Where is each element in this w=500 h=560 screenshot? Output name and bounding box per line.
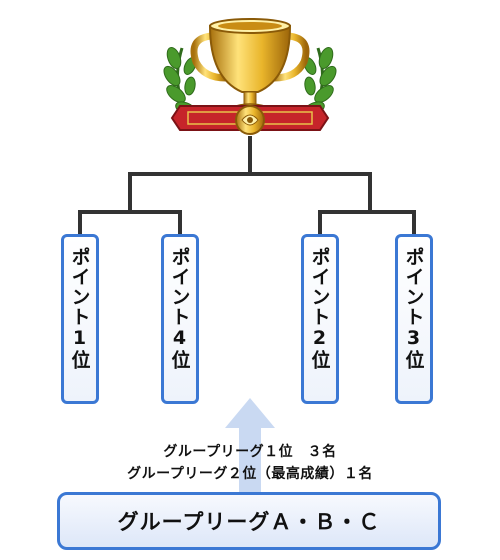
slot-label: ポイント1位 bbox=[68, 247, 91, 370]
up-arrow-icon bbox=[225, 398, 275, 494]
slot-label: ポイント3位 bbox=[402, 247, 425, 370]
slot-point-2: ポイント2位 bbox=[301, 234, 339, 404]
group-league-box: グループリーグＡ・Ｂ・Ｃ bbox=[57, 492, 441, 550]
bracket-connectors bbox=[78, 136, 416, 236]
slot-point-1: ポイント1位 bbox=[61, 234, 99, 404]
group-league-label: グループリーグＡ・Ｂ・Ｃ bbox=[117, 510, 381, 534]
slot-point-3: ポイント3位 bbox=[395, 234, 433, 404]
slot-label: ポイント4位 bbox=[168, 247, 191, 370]
trophy-icon bbox=[163, 18, 337, 135]
advance-note-line2: グループリーグ２位（最高成績）１名 bbox=[127, 466, 373, 482]
slot-point-4: ポイント4位 bbox=[161, 234, 199, 404]
slot-label: ポイント2位 bbox=[308, 247, 331, 370]
advance-note-line1: グループリーグ１位 ３名 bbox=[163, 444, 337, 460]
laurel-right bbox=[303, 46, 337, 119]
